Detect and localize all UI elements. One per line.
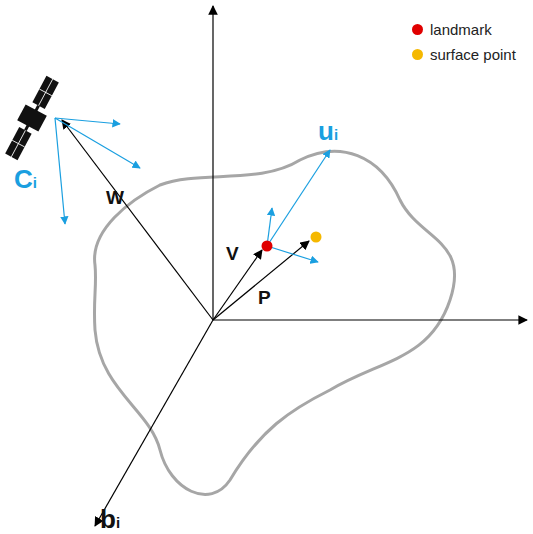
landmark-axis [267,246,318,262]
legend-swatch [412,49,423,60]
landmark-dot [262,241,273,252]
landmark-axis [267,150,330,246]
vector-label: V [226,244,239,263]
vector-p [213,241,309,320]
vector-label: P [258,288,271,307]
vector-w [62,120,213,320]
camera-axis [55,118,140,168]
frame-label: ui [318,118,338,144]
frame-label: Ci [14,166,37,192]
axis [212,6,213,320]
camera-axis [55,118,65,224]
surface-point-dot [311,232,322,243]
body-outline [94,151,454,494]
legend-text: landmark [430,22,492,37]
vector-label: W [106,188,124,207]
legend-swatch [412,24,423,35]
axis [213,319,527,320]
axis-label: bi [100,506,120,532]
axis [95,320,213,526]
legend-text: surface point [430,47,516,62]
satellite-icon [1,74,64,163]
